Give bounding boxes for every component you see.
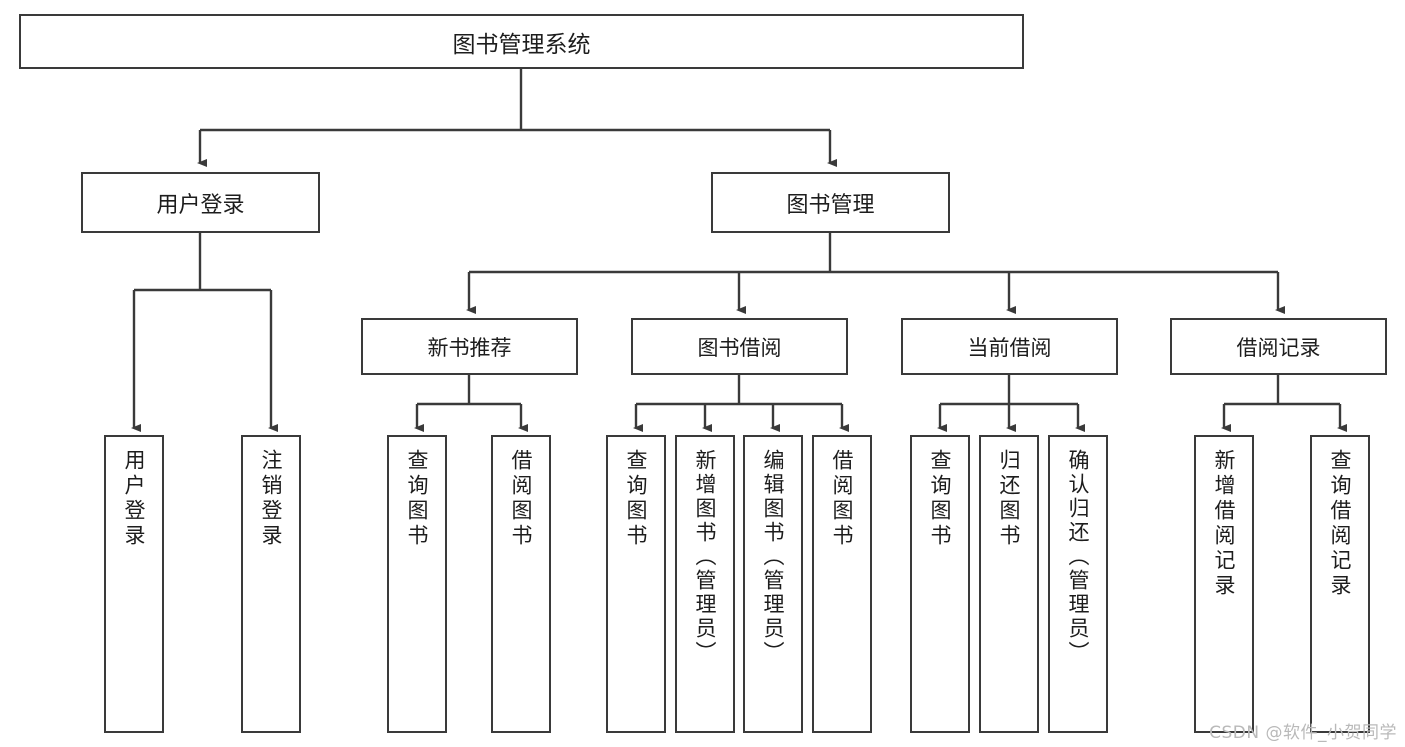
- node-label: 用户登录: [122, 449, 147, 549]
- node-label: 查询图书: [405, 449, 430, 549]
- node-label: 查询图书: [928, 449, 953, 549]
- node-label: 新增借阅记录: [1212, 449, 1237, 599]
- node-label: 当前借阅: [967, 335, 1052, 360]
- node-label: 编辑图书（管理员）: [761, 449, 786, 665]
- leaf-user-login-logout[interactable]: 注销登录: [241, 435, 301, 733]
- leaf-new-book-query-book[interactable]: 查询图书: [387, 435, 447, 733]
- node-label: 注销登录: [259, 449, 284, 549]
- node-label: 新增图书（管理员）: [693, 449, 718, 665]
- leaf-current-borrow-query-book[interactable]: 查询图书: [910, 435, 970, 733]
- node-label: 借阅图书: [830, 449, 855, 549]
- leaf-book-borrow-query-book[interactable]: 查询图书: [606, 435, 666, 733]
- node-borrow-record[interactable]: 借阅记录: [1170, 318, 1387, 375]
- leaf-borrow-record-add-record[interactable]: 新增借阅记录: [1194, 435, 1254, 733]
- node-label: 归还图书: [997, 449, 1022, 549]
- node-label: 新书推荐: [427, 335, 512, 360]
- leaf-book-borrow-edit-book-admin[interactable]: 编辑图书（管理员）: [743, 435, 803, 733]
- node-label: 图书借阅: [697, 335, 782, 360]
- node-label: 图书管理: [786, 192, 875, 218]
- leaf-current-borrow-confirm-return-admin[interactable]: 确认归还（管理员）: [1048, 435, 1108, 733]
- node-root-book-management-system[interactable]: 图书管理系统: [19, 14, 1024, 69]
- leaf-book-borrow-add-book-admin[interactable]: 新增图书（管理员）: [675, 435, 735, 733]
- node-label: 图书管理系统: [452, 31, 591, 58]
- node-new-book-recommend[interactable]: 新书推荐: [361, 318, 578, 375]
- csdn-watermark: CSDN @软件_小贺同学: [1209, 723, 1397, 743]
- node-label: 借阅记录: [1236, 335, 1321, 360]
- node-book-borrow[interactable]: 图书借阅: [631, 318, 848, 375]
- node-label: 借阅图书: [509, 449, 534, 549]
- node-user-login[interactable]: 用户登录: [81, 172, 320, 233]
- node-book-management[interactable]: 图书管理: [711, 172, 950, 233]
- node-label: 用户登录: [156, 192, 245, 218]
- leaf-current-borrow-return-book[interactable]: 归还图书: [979, 435, 1039, 733]
- node-label: 确认归还（管理员）: [1066, 449, 1091, 665]
- leaf-borrow-record-query-record[interactable]: 查询借阅记录: [1310, 435, 1370, 733]
- node-label: 查询借阅记录: [1328, 449, 1353, 599]
- node-current-borrow[interactable]: 当前借阅: [901, 318, 1118, 375]
- leaf-new-book-borrow-book[interactable]: 借阅图书: [491, 435, 551, 733]
- node-label: 查询图书: [624, 449, 649, 549]
- leaf-user-login-login[interactable]: 用户登录: [104, 435, 164, 733]
- leaf-book-borrow-borrow-book[interactable]: 借阅图书: [812, 435, 872, 733]
